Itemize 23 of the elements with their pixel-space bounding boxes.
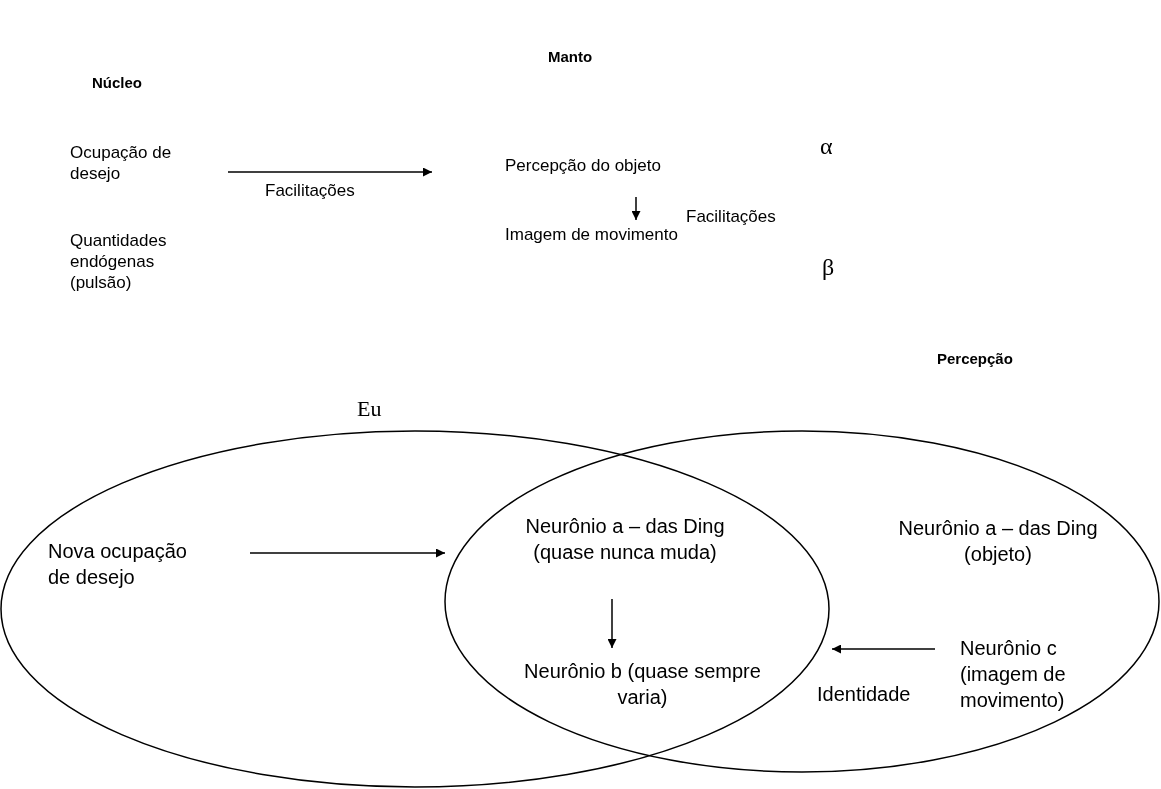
arrow [249, 548, 446, 558]
node-text: Neurônio b (quase sempre varia) [523, 659, 762, 710]
node-text: Nova ocupação de desejo [48, 539, 188, 590]
region-heading: Eu [357, 396, 382, 422]
arrow [607, 598, 617, 649]
region-heading: Percepção [937, 350, 1013, 367]
arrow [831, 644, 936, 654]
node-text: Neurônio a – das Ding (objeto) [897, 516, 1099, 567]
edge-label: Facilitações [265, 180, 355, 201]
greek-symbol: β [822, 257, 835, 278]
edge-label: Facilitações [686, 206, 776, 227]
node-text: Ocupação de desejo [70, 142, 173, 184]
arrow [631, 196, 641, 221]
greek-symbol: α [820, 136, 833, 157]
node-text: Imagem de movimento [505, 224, 679, 245]
node-text: Percepção do objeto [505, 155, 662, 176]
node-text: Neurônio a – das Ding (quase nunca muda) [524, 514, 726, 565]
edge-label: Identidade [817, 682, 911, 707]
column-heading: Núcleo [92, 73, 142, 93]
node-text: Neurônio c (imagem de movimento) [960, 636, 1067, 713]
arrow [227, 167, 433, 177]
column-heading: Manto [548, 47, 593, 67]
note-text: Quantidades endógenas (pulsão) [70, 230, 168, 293]
